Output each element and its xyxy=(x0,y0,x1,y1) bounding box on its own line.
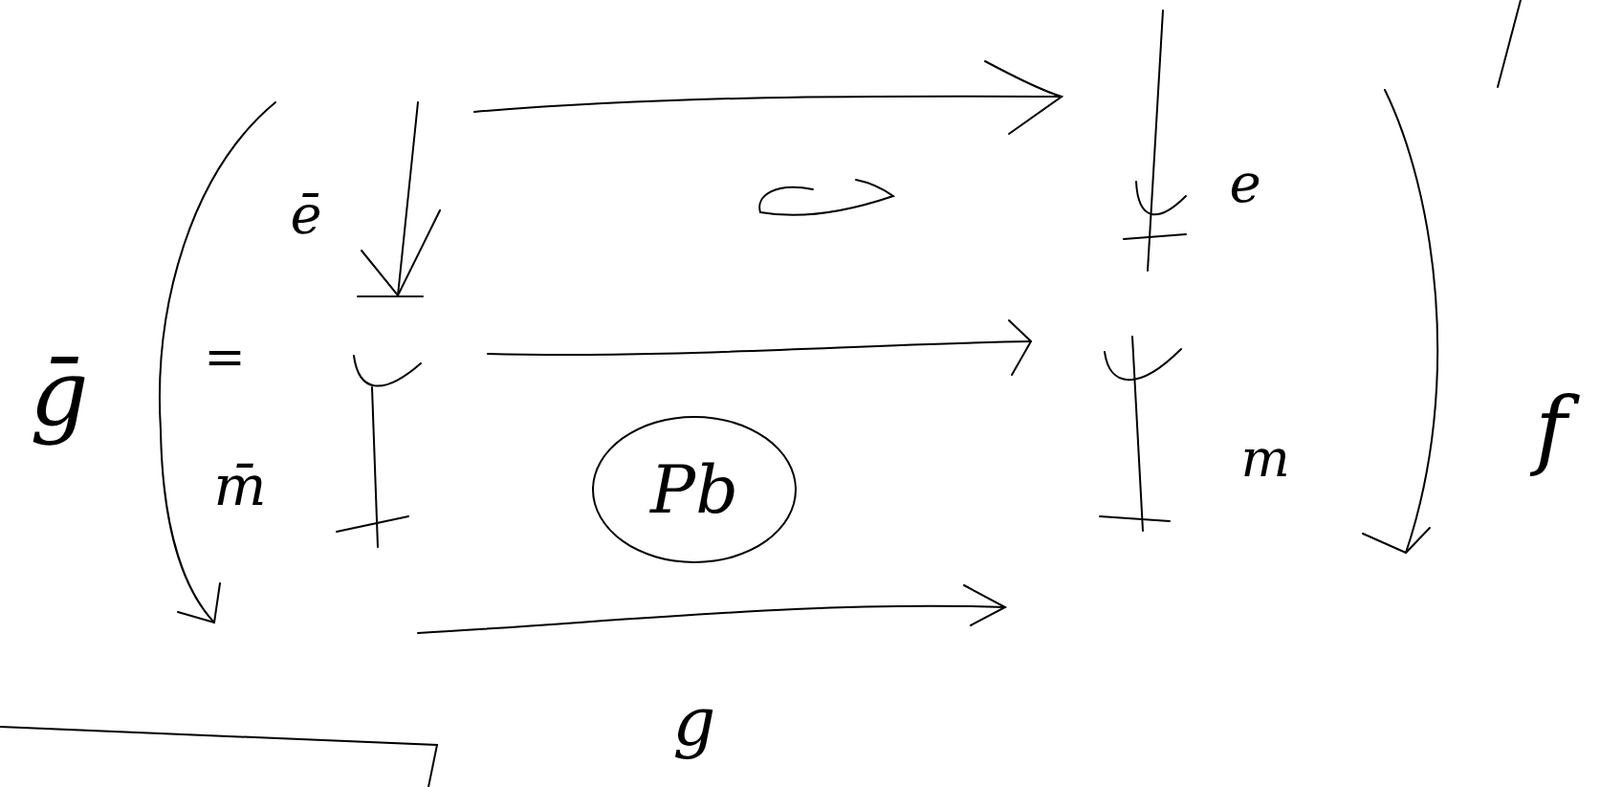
mono-tail xyxy=(353,355,421,387)
fork xyxy=(1136,181,1186,215)
tick xyxy=(357,295,423,298)
middle-arrow xyxy=(487,341,1031,355)
equals-sign: = xyxy=(203,331,246,382)
node-text: Pb xyxy=(650,456,739,524)
morphism-label: ē xyxy=(289,188,322,242)
arrow-head xyxy=(985,61,1062,134)
commutes-symbol xyxy=(759,179,894,216)
morphism-label: f xyxy=(1534,385,1567,472)
tick xyxy=(1099,516,1170,522)
paren-hook xyxy=(177,583,220,623)
morphism-label: e xyxy=(1228,156,1261,211)
stray-stroke xyxy=(1497,0,1521,88)
morphism-label: ḡ xyxy=(29,348,88,440)
mono-tail xyxy=(1104,349,1182,380)
left-vertical-arrow xyxy=(397,102,418,296)
right-vertical-arrow xyxy=(1147,10,1163,271)
top-arrow xyxy=(474,96,1062,112)
paren-hook xyxy=(1362,527,1430,553)
morphism-label: g xyxy=(673,688,717,756)
morphism-label: m̄ xyxy=(214,458,267,514)
arrow-head xyxy=(361,210,440,296)
morphism-label: m xyxy=(1240,433,1290,485)
tick xyxy=(1123,234,1186,240)
left-parenthesis xyxy=(159,102,276,623)
arrow-head xyxy=(964,585,1006,626)
tick xyxy=(336,516,409,532)
cut-box xyxy=(0,726,438,787)
bottom-arrow xyxy=(417,606,1006,634)
arrow-head xyxy=(1008,320,1031,375)
pullback-circle: Pb xyxy=(591,416,797,564)
right-parenthesis xyxy=(1384,89,1438,553)
right-lower-arrow xyxy=(1132,336,1143,531)
